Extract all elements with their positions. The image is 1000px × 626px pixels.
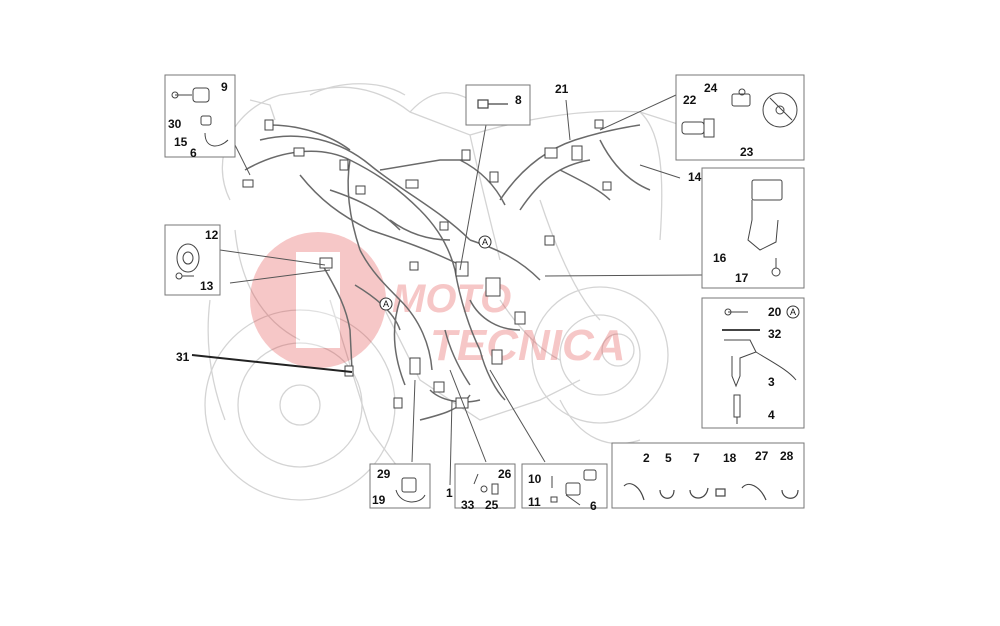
callout-4: 4 <box>768 408 775 422</box>
callout-17: 17 <box>735 271 749 285</box>
callout-31: 31 <box>176 350 190 364</box>
watermark-line2: TECNICA <box>430 321 626 370</box>
part-box-22-23-24 <box>675 74 805 161</box>
part-box-16-17 <box>701 167 805 289</box>
callout-15: 15 <box>174 135 188 149</box>
harness-connectors <box>242 119 612 409</box>
callout-labels: 9 30 15 6 8 21 24 22 23 14 12 13 16 17 2… <box>168 80 794 513</box>
reference-marker-a-1: A <box>478 235 492 249</box>
motorcycle-ghost-outline <box>204 83 691 501</box>
part-box-10-11-6 <box>521 463 608 509</box>
callout-11: 11 <box>528 495 541 509</box>
part-box-26-33-25 <box>454 463 516 509</box>
callout-1: 1 <box>446 486 453 500</box>
part-box-29-19 <box>369 463 431 509</box>
callout-30: 30 <box>168 117 182 131</box>
callout-10: 10 <box>528 472 542 486</box>
callout-24: 24 <box>704 81 718 95</box>
callout-5: 5 <box>665 451 672 465</box>
callout-32: 32 <box>768 327 782 341</box>
callout-6: 6 <box>190 146 197 160</box>
callout-16: 16 <box>713 251 727 265</box>
callout-27: 27 <box>755 449 769 463</box>
callout-2: 2 <box>643 451 650 465</box>
reference-marker-a-2: A <box>379 297 393 311</box>
callout-19: 19 <box>372 493 386 507</box>
callout-29: 29 <box>377 467 391 481</box>
svg-text:A: A <box>482 237 488 247</box>
part-box-8 <box>465 84 531 126</box>
callout-9: 9 <box>221 80 228 94</box>
reference-marker-a-3: A <box>786 305 800 319</box>
callout-26: 26 <box>498 467 512 481</box>
callout-23: 23 <box>740 145 754 159</box>
callout-18: 18 <box>723 451 737 465</box>
callout-22: 22 <box>683 93 697 107</box>
callout-6-b: 6 <box>590 499 597 513</box>
part-box-9-30-15-6 <box>164 74 236 158</box>
callout-14: 14 <box>688 170 702 184</box>
callout-3: 3 <box>768 375 775 389</box>
svg-text:A: A <box>383 299 389 309</box>
callout-33: 33 <box>461 498 475 512</box>
leader-lines <box>191 94 703 486</box>
part-box-20-32-3-4 <box>701 297 805 429</box>
watermark: MOTO TECNICA <box>250 232 626 370</box>
callout-12: 12 <box>205 228 219 242</box>
callout-28: 28 <box>780 449 794 463</box>
callout-20: 20 <box>768 305 782 319</box>
callout-21: 21 <box>555 82 569 96</box>
part-box-12-13 <box>164 224 221 296</box>
callout-8: 8 <box>515 93 522 107</box>
callout-13: 13 <box>200 279 214 293</box>
svg-text:A: A <box>790 307 796 317</box>
callout-25: 25 <box>485 498 499 512</box>
part-box-clips <box>611 442 805 509</box>
callout-7: 7 <box>693 451 700 465</box>
